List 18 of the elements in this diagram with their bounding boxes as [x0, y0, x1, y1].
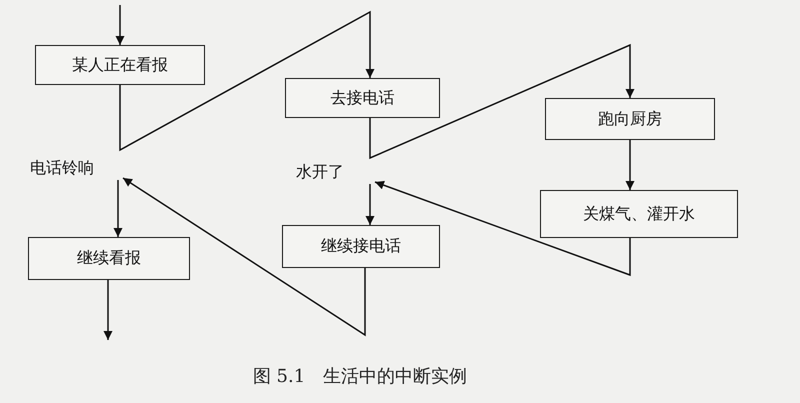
event-label: 电话铃响 — [30, 158, 94, 178]
arrow — [116, 5, 124, 45]
arrow — [122, 177, 366, 336]
arrow — [366, 184, 374, 225]
process-box: 跑向厨房 — [545, 98, 715, 140]
event-label: 水开了 — [296, 162, 344, 182]
arrow — [119, 10, 374, 152]
process-box: 继续看报 — [28, 237, 190, 280]
figure-caption: 图 5.1 生活中的中断实例 — [252, 365, 468, 388]
arrow — [374, 180, 631, 276]
arrow — [626, 140, 634, 190]
process-box: 某人正在看报 — [35, 45, 205, 85]
arrow — [369, 44, 634, 160]
process-box: 关煤气、灌开水 — [540, 190, 738, 238]
arrow — [114, 180, 122, 237]
process-box: 继续接电话 — [282, 225, 440, 268]
process-box: 去接电话 — [285, 78, 440, 118]
arrow — [104, 280, 112, 340]
